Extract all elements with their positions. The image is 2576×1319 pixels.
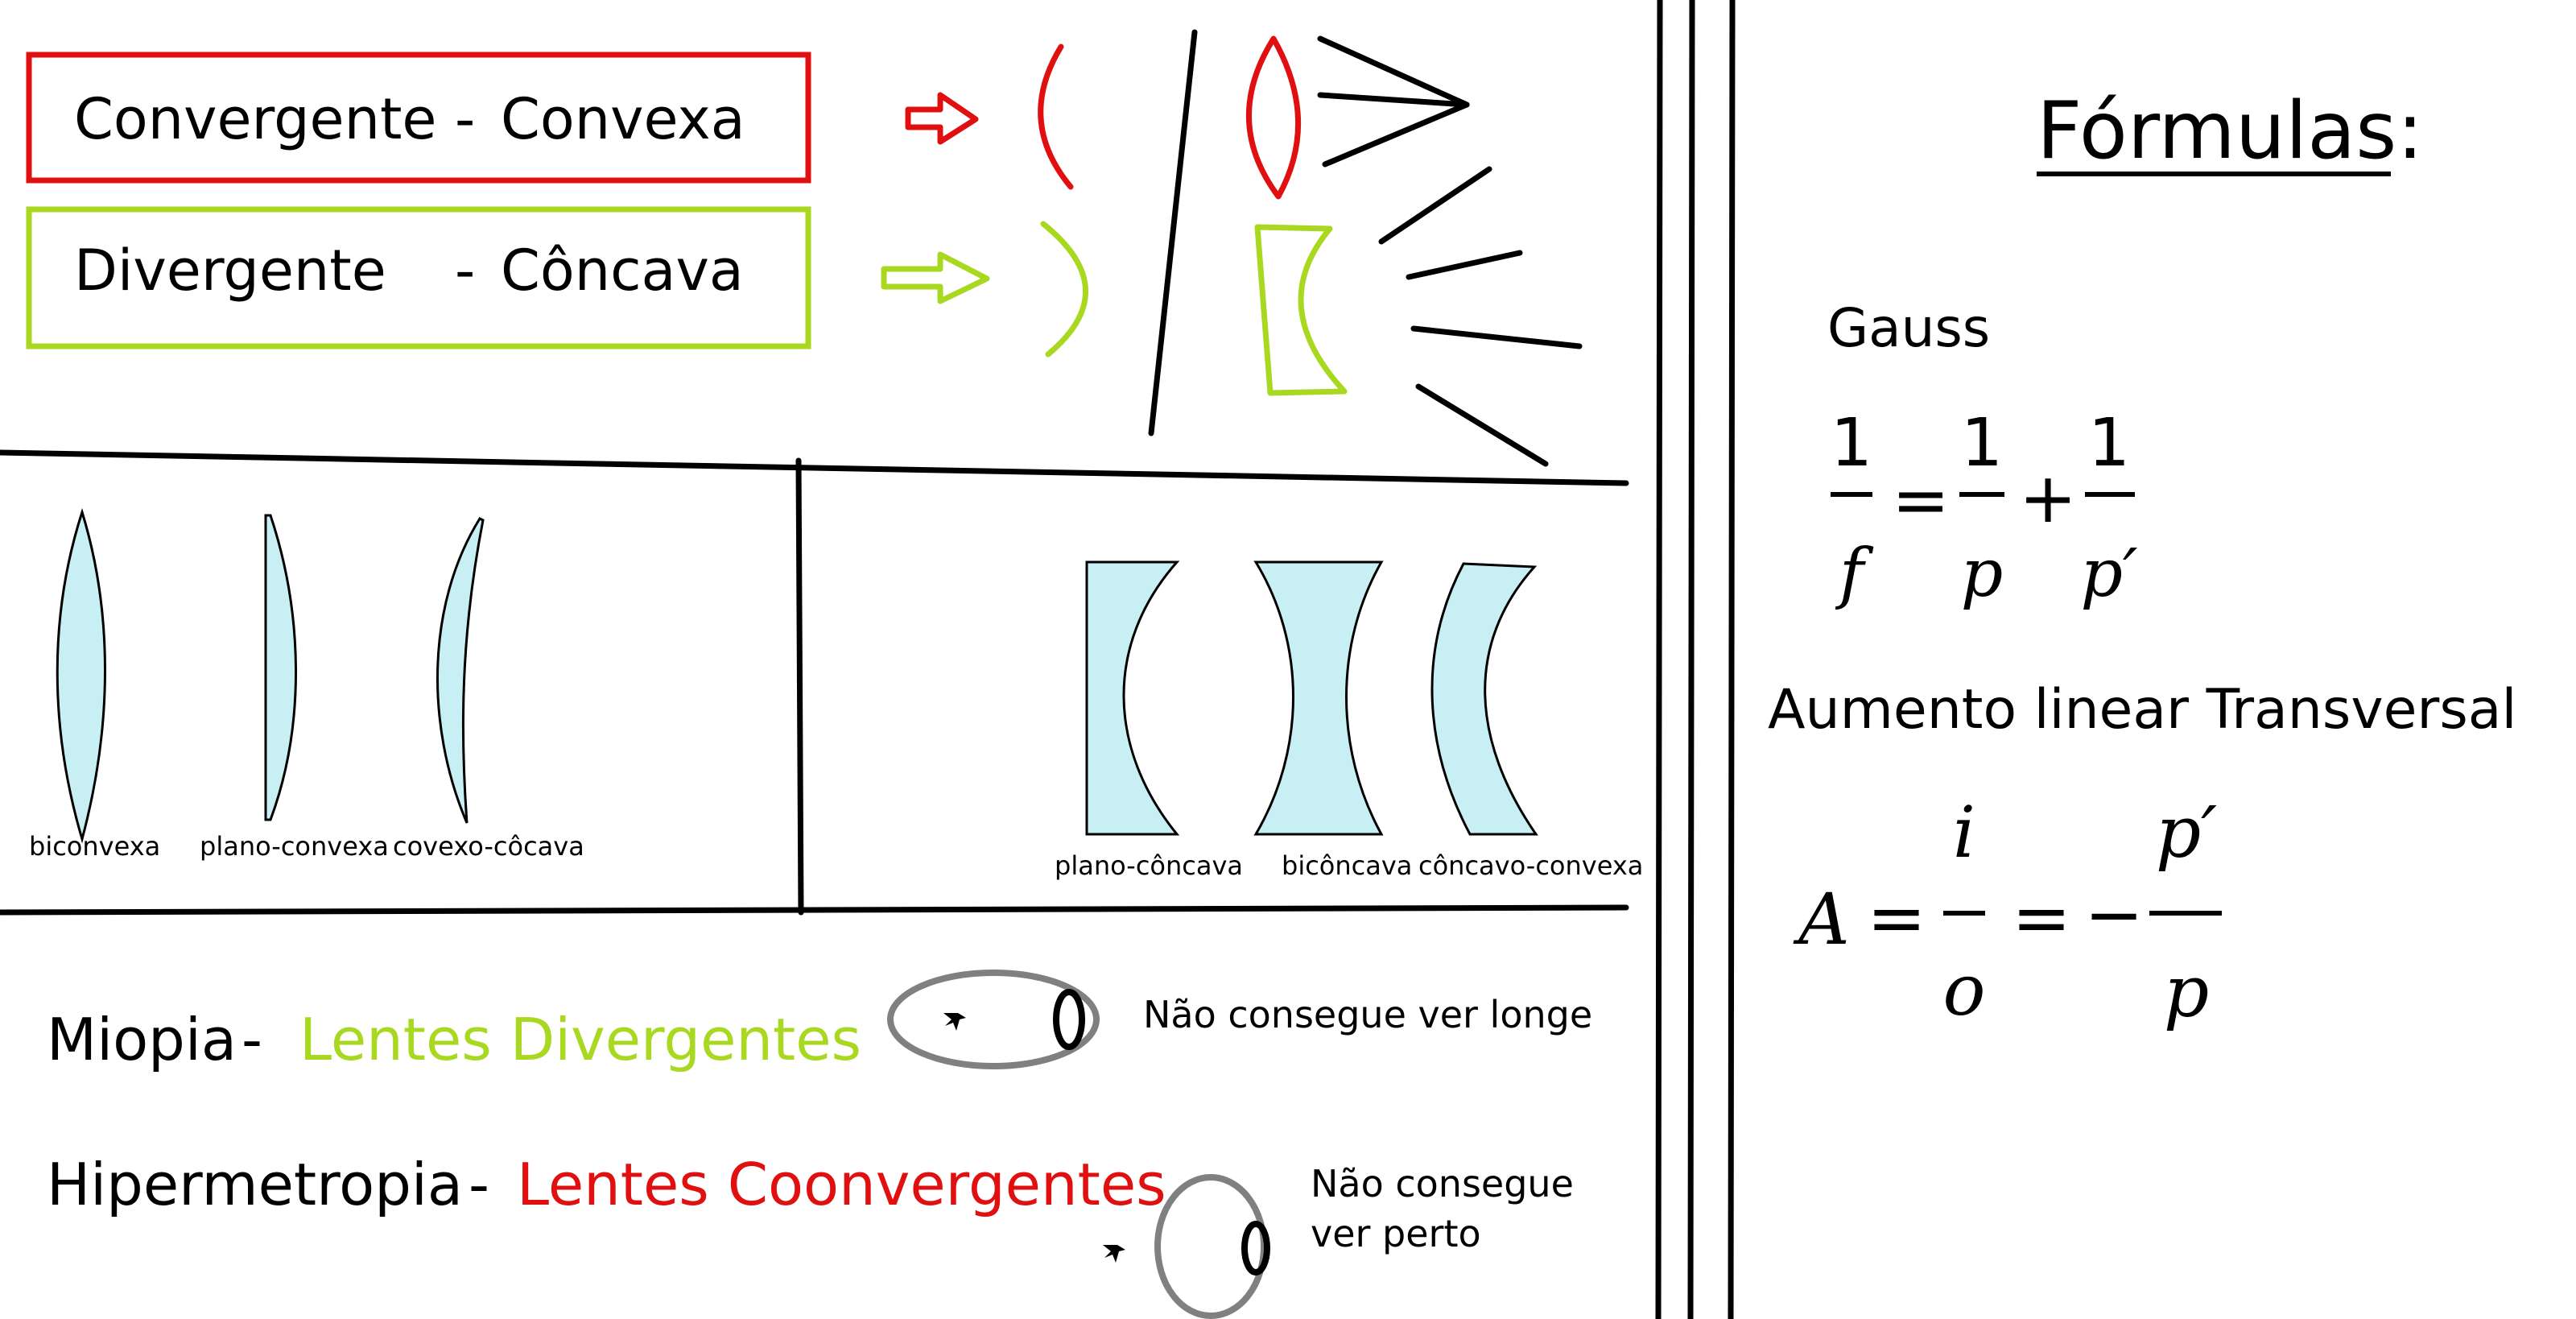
biconvex-lens-icon <box>56 507 106 844</box>
green-concave-lens-icon <box>1254 224 1348 396</box>
diverging-ray-4 <box>1415 383 1549 467</box>
divergent-lens-labels: plano-côncava bicôncava côncavo-convexa <box>1055 850 1643 881</box>
mirror-line <box>1148 29 1198 436</box>
lens-label-biconcave: bicôncava <box>1282 850 1412 881</box>
formulas-title: Fórmulas: <box>2037 85 2423 177</box>
divergent-shape: Côncava <box>501 238 744 304</box>
hyperopia-lens: Lentes Coonvergentes <box>517 1151 1166 1218</box>
mag-minus: − <box>2084 873 2144 956</box>
convergent-shape: Convexa <box>501 86 745 152</box>
divider-center-vertical <box>795 457 804 916</box>
hyperopia-row: Hipermetropia - Lentes Coonvergentes Não… <box>47 1151 1574 1319</box>
lens-label-plano-concave: plano-côncava <box>1055 850 1243 881</box>
mag-eq2: = <box>2012 876 2071 959</box>
mag-d2: p <box>2164 950 2209 1033</box>
hyperopic-eye-icon <box>1103 1174 1270 1319</box>
hyperopia-note-line1: Não consegue <box>1311 1162 1574 1205</box>
divergent-sep: - <box>455 238 475 304</box>
converging-ray-1 <box>1317 35 1470 108</box>
convergent-term: Convergente <box>74 86 437 152</box>
mag-n2: p′ <box>2156 791 2217 874</box>
convergent-box: Convergente - Convexa <box>26 52 811 184</box>
divergent-box: Divergente - Côncava <box>26 206 811 349</box>
lens-label-convex-concave: covexo-côcava <box>393 831 584 862</box>
lens-label-concave-convex: côncavo-convexa <box>1418 850 1643 881</box>
myopia-row: Miopia - Lentes Divergentes Não consegue… <box>47 970 1592 1073</box>
convergent-lens-labels: biconvexa plano-convexa covexo-côcava <box>29 831 584 862</box>
myopia-name: Miopia <box>47 1006 237 1073</box>
mag-eq1: = <box>1867 876 1926 959</box>
divergent-lenses-panel <box>1085 560 1538 836</box>
convex-concave-lens-icon <box>436 517 485 824</box>
convergent-sep: - <box>455 86 475 152</box>
gauss-n3: 1 <box>2088 405 2130 482</box>
convergent-lenses-panel <box>56 507 485 844</box>
diverging-ray-2 <box>1406 250 1523 280</box>
convergent-box-frame <box>26 52 811 184</box>
gauss-formula: 1 f = 1 p + 1 p′ <box>1831 405 2138 612</box>
lens-label-plano-convex: plano-convexa <box>200 831 389 862</box>
divergent-sketch <box>1040 166 1583 467</box>
hyperopia-name: Hipermetropia <box>47 1151 463 1218</box>
gauss-n2: 1 <box>1961 405 2003 482</box>
diverging-ray-1 <box>1378 166 1492 245</box>
myopic-eye-icon <box>887 970 1100 1069</box>
divider-right-3 <box>1728 0 1736 1319</box>
gauss-n1: 1 <box>1831 405 1872 482</box>
hyperopia-note-line2: ver perto <box>1311 1212 1481 1255</box>
gauss-d2: p <box>1961 535 2004 612</box>
gauss-d3: p′ <box>2080 535 2137 612</box>
gauss-title: Gauss <box>1827 297 1990 359</box>
divider-top <box>0 449 1629 486</box>
gauss-plus: + <box>2019 458 2077 539</box>
plano-concave-lens-icon <box>1085 560 1180 836</box>
hyperopia-sep: - <box>469 1151 489 1218</box>
myopia-lens: Lentes Divergentes <box>299 1006 861 1073</box>
divergent-term: Divergente <box>74 238 386 304</box>
red-curved-surface <box>1038 43 1074 190</box>
magnification-title: Aumento linear Transversal <box>1768 678 2516 742</box>
red-convex-lens-icon <box>1245 35 1302 200</box>
mag-lhs: A <box>1793 878 1850 961</box>
converging-ray-3 <box>1322 101 1470 167</box>
myopia-note: Não consegue ver longe <box>1143 993 1592 1036</box>
green-arrow-icon <box>881 251 990 304</box>
divergent-box-frame <box>26 206 811 349</box>
gauss-d1: f <box>1835 535 1874 612</box>
gauss-eq: = <box>1892 460 1950 540</box>
converging-ray-2 <box>1317 92 1470 108</box>
divider-right-1 <box>1655 0 1663 1319</box>
mag-n1: i <box>1953 791 1975 874</box>
convergent-sketch <box>1038 29 1470 436</box>
magnification-formula: A = i o = − p′ p <box>1793 791 2222 1033</box>
mag-d1: o <box>1943 949 1986 1032</box>
formulas-panel: Fórmulas: Gauss 1 f = 1 p + 1 p′ Aumento… <box>1768 85 2516 1033</box>
diverging-ray-3 <box>1410 325 1583 349</box>
red-arrow-icon <box>905 92 979 145</box>
divider-right-2 <box>1687 0 1695 1319</box>
concave-convex-lens-icon <box>1430 562 1538 836</box>
divider-middle <box>0 904 1629 916</box>
lens-label-biconvex: biconvexa <box>29 831 160 862</box>
plano-convex-lens-icon <box>264 514 297 821</box>
myopia-sep: - <box>242 1006 262 1073</box>
divider-lines <box>0 0 1736 1319</box>
biconcave-lens-icon <box>1253 560 1384 836</box>
green-curved-surface <box>1040 221 1088 358</box>
